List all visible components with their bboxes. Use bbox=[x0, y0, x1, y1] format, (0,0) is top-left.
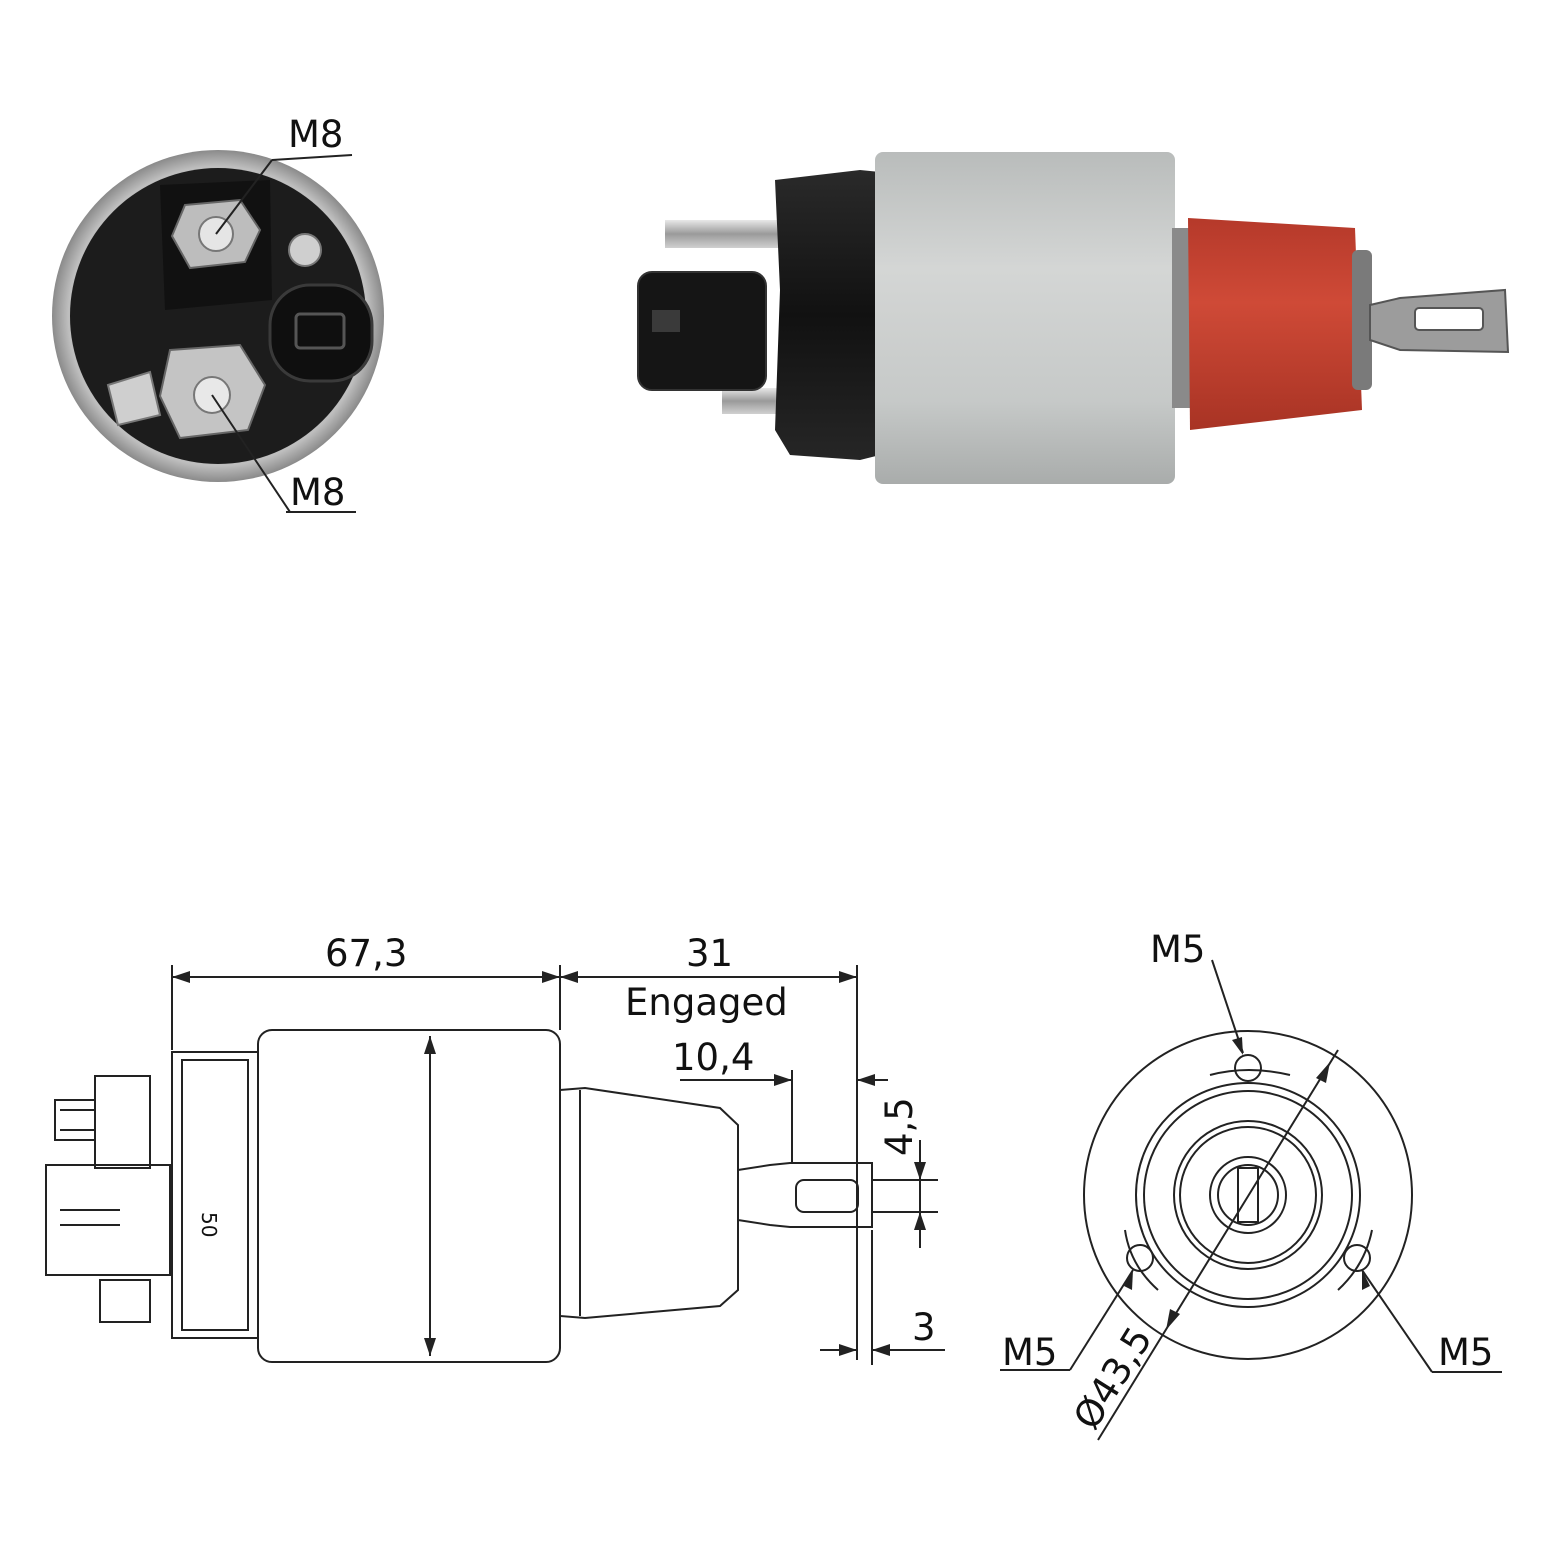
fork-thickness-label: 3 bbox=[912, 1306, 936, 1349]
end-terminal-bottom-label: M8 bbox=[290, 471, 345, 514]
mount-hole-right bbox=[1343, 1244, 1371, 1272]
profile-fork-slot bbox=[795, 1179, 859, 1213]
profile-bottom-nut bbox=[99, 1279, 151, 1323]
photo-side-view bbox=[637, 152, 1510, 484]
front-view-arrows bbox=[1124, 1037, 1370, 1330]
mount-hole-right-label: M5 bbox=[1438, 1331, 1493, 1374]
fork-slot bbox=[1414, 307, 1484, 331]
front-flange bbox=[1083, 1030, 1413, 1360]
profile-top-stud bbox=[54, 1099, 96, 1141]
housing-body bbox=[875, 152, 1175, 484]
bottom-terminal-tab bbox=[106, 370, 162, 427]
fork-slot-width-label: 4,5 bbox=[878, 1097, 921, 1156]
connector-plug bbox=[268, 283, 374, 383]
plunger-state-label: Engaged bbox=[625, 981, 788, 1024]
profile-top-nut bbox=[94, 1075, 151, 1169]
boot-ring bbox=[1352, 250, 1372, 390]
fork-offset-label: 10,4 bbox=[672, 1036, 754, 1079]
housing-collar bbox=[1172, 228, 1194, 408]
front-housing bbox=[1135, 1082, 1361, 1308]
mount-hole-left bbox=[1126, 1244, 1154, 1272]
side-connector bbox=[637, 271, 767, 391]
profile-connector bbox=[45, 1164, 171, 1276]
length-plunger-label: 31 bbox=[686, 932, 733, 975]
length-body-label: 67,3 bbox=[325, 932, 407, 975]
diameter-leader bbox=[1097, 1049, 1339, 1441]
terminal-cap bbox=[775, 170, 880, 460]
mount-hole-top-label: M5 bbox=[1150, 928, 1205, 971]
photo-end-view: M8 M8 bbox=[52, 113, 384, 514]
connector-latch bbox=[652, 310, 680, 332]
profile-terminal-cap bbox=[171, 1051, 259, 1339]
front-plunger bbox=[1209, 1156, 1287, 1234]
connector-socket bbox=[294, 312, 346, 350]
drawing-dimension-arrows bbox=[172, 971, 926, 1356]
front-boot bbox=[1173, 1120, 1323, 1270]
end-terminal-top-label: M8 bbox=[288, 113, 343, 156]
diameter-label: Ø43,5 bbox=[1065, 1319, 1161, 1436]
mount-hole-left-label: M5 bbox=[1002, 1331, 1057, 1374]
housing-marking-label: 50 bbox=[197, 1212, 221, 1237]
profile-housing bbox=[257, 1029, 561, 1363]
small-terminal-pin bbox=[288, 233, 322, 267]
drawing-side-profile bbox=[45, 965, 945, 1365]
top-threaded-stud bbox=[665, 220, 785, 248]
profile-boot bbox=[559, 1086, 739, 1320]
drawing-front-view bbox=[1000, 959, 1502, 1441]
rubber-boot bbox=[1188, 218, 1362, 430]
profile-fork bbox=[737, 1162, 873, 1228]
mount-hole-top bbox=[1234, 1054, 1262, 1082]
